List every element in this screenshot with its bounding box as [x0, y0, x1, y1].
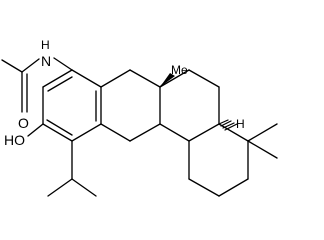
ring-c-bond-1	[159, 69, 190, 88]
ring-c-bond-2	[188, 69, 220, 88]
gem-dimethyl-2	[247, 140, 278, 159]
gem-dimethyl-1	[247, 123, 278, 142]
ring-c-bond-10	[218, 123, 249, 142]
angular-methyl-wedge	[160, 73, 175, 87]
ring-c-bond-8	[218, 178, 249, 197]
stereo-hash-1	[218, 119, 229, 125]
carbonyl-to-nitrogen-bond	[21, 58, 40, 73]
molecule-canvas: N H O HO H Me	[1, 38, 278, 197]
nitrogen-to-ring-bond	[53, 57, 73, 71]
hydroxyl-label: HO	[4, 132, 25, 148]
ring-c-bond-7	[188, 178, 220, 197]
chemical-structure-diagram: N H O HO H Me	[1, 38, 278, 197]
amide-hydrogen-label: H	[41, 38, 50, 52]
carbonyl-oxygen-label: O	[18, 115, 29, 131]
ring-b-bond-4	[129, 123, 161, 142]
amide-nitrogen-label: N	[41, 53, 51, 69]
stereo-hydrogen-label: H	[236, 117, 245, 131]
ring-a-bond-3	[71, 123, 102, 142]
ring-c-bond-5	[159, 123, 190, 142]
ring-a-double-bond-6	[47, 76, 73, 92]
ring-a-bond-1	[71, 69, 102, 88]
methyl-acetyl-bond	[1, 59, 23, 73]
stereo-hash-3	[222, 122, 235, 129]
isopropyl-methyl-1	[47, 178, 73, 197]
isopropyl-methyl-2	[71, 178, 97, 197]
stereo-hash-4	[224, 123, 238, 131]
ring-a-bond-6	[42, 69, 73, 88]
ring-b-bond-5	[100, 123, 131, 142]
stereo-hash-2	[220, 120, 232, 127]
ring-a-double-bond-4	[46, 119, 73, 136]
ring-a-bond-4	[42, 123, 73, 142]
ring-b-bond-2	[129, 69, 161, 88]
hydroxyl-bond	[27, 123, 44, 137]
ring-b-bond-1	[100, 69, 131, 88]
ring-c-bond-4	[188, 123, 220, 142]
angular-methyl-label: Me	[171, 63, 188, 77]
